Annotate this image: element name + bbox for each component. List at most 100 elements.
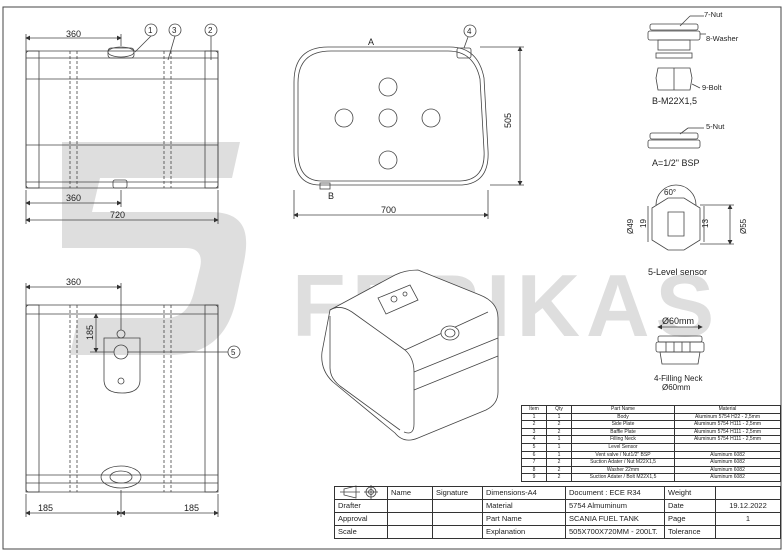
- cell-qty: 1: [546, 412, 572, 422]
- title-document: Document : ECE R34: [565, 486, 665, 500]
- level-sensor-labels: 60° Ø49 19 13 Ø55 5-Level sensor: [626, 188, 748, 277]
- parts-table-header: Item Qty Part Name Material: [521, 405, 781, 414]
- side-view: [293, 24, 524, 219]
- label-vent-caption: A=1/2" BSP: [652, 158, 699, 168]
- label-8-washer: 8-Washer: [706, 34, 739, 43]
- cell-item: 3: [521, 427, 547, 437]
- cell-material: Aluminum 5754 H22 - 2,5mm: [674, 412, 781, 422]
- title-explanation-label: Explanation: [482, 525, 566, 539]
- title-name: Name: [387, 486, 433, 500]
- title-dimensions: Dimensions-A4: [482, 486, 566, 500]
- side-label-b: B: [328, 191, 334, 201]
- isometric-view: [321, 269, 499, 441]
- title-signature: Signature: [432, 486, 483, 500]
- title-symbol-cell: [334, 486, 388, 500]
- title-date-value: 19.12.2022: [715, 499, 781, 513]
- cell-part-name: Suction Adater / Bolt M22X1,5: [571, 473, 675, 482]
- cell-qty: 1: [546, 450, 572, 460]
- sensor-13: 13: [701, 219, 710, 228]
- sensor-angle: 60°: [664, 188, 676, 197]
- cell-material: Aluminum 6082: [674, 450, 781, 460]
- label-7-nut: 7-Nut: [704, 10, 723, 19]
- title-scale-name: [387, 525, 433, 539]
- title-part-name-label: Part Name: [482, 512, 566, 526]
- cell-part-name: Level Sensor: [571, 442, 675, 452]
- side-label-a: A: [368, 37, 374, 47]
- bottom-dim-right: 185: [184, 503, 199, 513]
- bolt-detail: [647, 15, 706, 149]
- label-9-bolt: 9-Bolt: [702, 83, 723, 92]
- cell-part-name: Side Plate: [571, 420, 675, 429]
- cell-item: 6: [521, 450, 547, 460]
- title-weight-value: [715, 486, 781, 500]
- callout-3: 3: [172, 26, 177, 35]
- header-item: Item: [521, 405, 547, 414]
- title-material-label: Material: [482, 499, 566, 513]
- front-view-labels: 360 360 720 1 3 2: [66, 26, 213, 220]
- callout-2: 2: [208, 26, 213, 35]
- title-page-label: Page: [664, 512, 716, 526]
- bottom-dim-left: 185: [38, 503, 53, 513]
- cell-material: Aluminum 5754 H111 - 2,5mm: [674, 427, 781, 437]
- title-material-value: 5754 Almuminum: [565, 499, 665, 513]
- cell-part-name: Body: [571, 412, 675, 422]
- cell-qty: 2: [546, 420, 572, 429]
- filling-neck-labels: Ø60mm 4-Filling Neck Ø60mm: [654, 316, 703, 392]
- cell-qty: 2: [546, 458, 572, 467]
- cell-part-name: Baffle Plate: [571, 427, 675, 437]
- title-drafter: Drafter: [334, 499, 388, 513]
- bolt-detail-labels: 7-Nut 8-Washer 9-Bolt B-M22X1,5 5-Nut A=…: [652, 10, 739, 168]
- sensor-19: 19: [639, 219, 648, 228]
- bottom-view: [25, 283, 241, 517]
- front-view: [25, 23, 219, 224]
- cell-item: 4: [521, 435, 547, 444]
- side-dim-width: 700: [381, 205, 396, 215]
- header-part-name: Part Name: [571, 405, 675, 414]
- header-qty: Qty: [546, 405, 572, 414]
- bottom-view-labels: 360 185 185 185 5: [38, 277, 236, 513]
- title-drafter-name: [387, 499, 433, 513]
- cell-part-name: Washer 22mm: [571, 465, 675, 475]
- cell-material: Aluminum 5754 H111 - 2,5mm: [674, 435, 781, 444]
- cell-qty: 2: [546, 465, 572, 475]
- callout-5: 5: [231, 348, 236, 357]
- side-view-labels: A B 700 505 4: [328, 27, 513, 215]
- cell-material: Aluminum 6082: [674, 458, 781, 467]
- cell-item: 7: [521, 458, 547, 467]
- label-5-nut: 5-Nut: [706, 122, 725, 131]
- side-dim-height: 505: [503, 113, 513, 128]
- bottom-dim-top: 360: [66, 277, 81, 287]
- cell-item: 2: [521, 420, 547, 429]
- cell-material: [674, 442, 781, 452]
- sensor-d55: Ø55: [739, 218, 748, 234]
- front-dim-width: 720: [110, 210, 125, 220]
- title-tolerance-value: [715, 525, 781, 539]
- title-drafter-signature: [432, 499, 483, 513]
- callout-4: 4: [467, 27, 472, 36]
- cell-qty: 1: [546, 442, 572, 452]
- cell-item: 9: [521, 473, 547, 482]
- sensor-d49: Ø49: [626, 218, 635, 234]
- neck-caption-1: 4-Filling Neck: [654, 374, 703, 383]
- sensor-caption: 5-Level sensor: [648, 267, 707, 277]
- cell-qty: 1: [546, 435, 572, 444]
- title-scale-signature: [432, 525, 483, 539]
- cell-material: Aluminum 6082: [674, 465, 781, 475]
- cell-qty: 2: [546, 473, 572, 482]
- label-bolt-caption: B-M22X1,5: [652, 96, 697, 106]
- title-approval-signature: [432, 512, 483, 526]
- cell-qty: 2: [546, 427, 572, 437]
- level-sensor-detail: [647, 184, 734, 251]
- front-dim-top: 360: [66, 29, 81, 39]
- filling-neck-detail: [655, 324, 705, 365]
